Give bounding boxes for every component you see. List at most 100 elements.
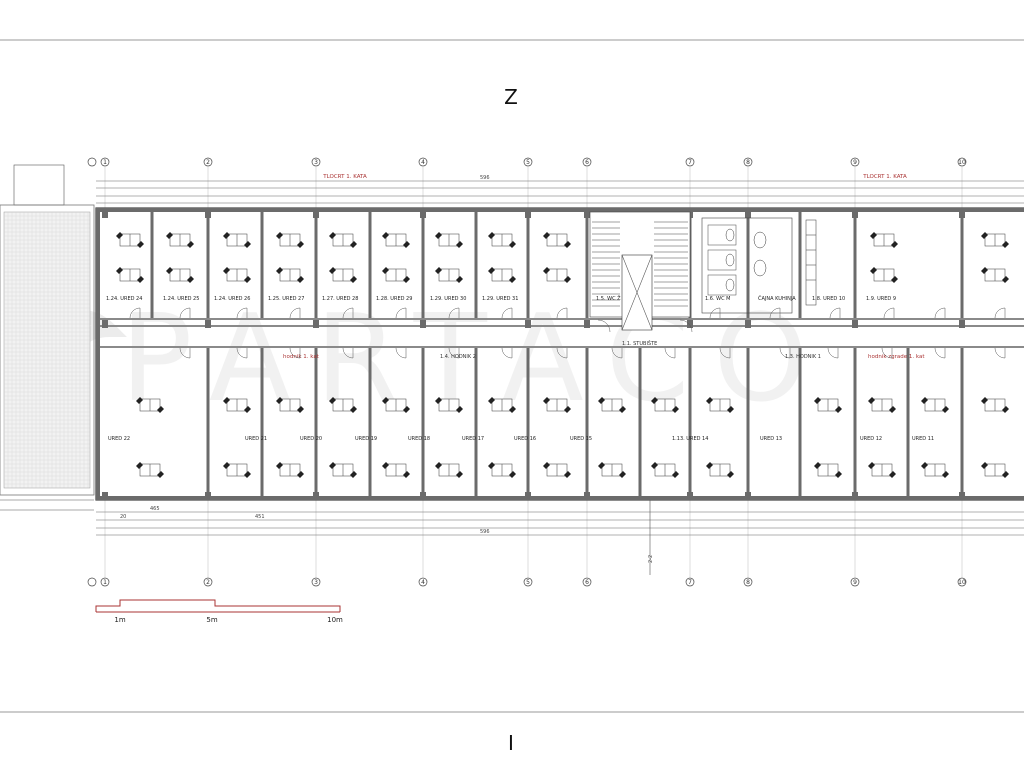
chair-icon: [488, 462, 495, 469]
chair-icon: [981, 232, 988, 239]
section-marker: 2-2: [648, 500, 654, 575]
axis-marker-label: 9: [853, 579, 857, 586]
hall-right-label: hodnik zgrade 1. kat: [868, 354, 925, 360]
column: [420, 320, 426, 328]
chair-icon: [223, 267, 230, 274]
chair-icon: [276, 462, 283, 469]
north-partition-wall: [474, 212, 478, 318]
chair-icon: [223, 232, 230, 239]
chair-icon: [297, 406, 304, 413]
chair-icon: [166, 267, 173, 274]
column: [205, 210, 211, 218]
south-partition-wall: [421, 348, 425, 496]
room-label-north: 1.24. URED 24: [106, 296, 142, 302]
section-label: 2-2: [648, 555, 654, 563]
column: [852, 210, 858, 218]
chair-icon: [116, 232, 123, 239]
north-partition-wall: [150, 212, 154, 318]
chair-icon: [706, 397, 713, 404]
chair-icon: [619, 406, 626, 413]
door-swing-south: [236, 347, 248, 359]
stairs-label: 1.1. STUBIŠTE: [622, 340, 657, 347]
column: [313, 492, 319, 500]
room-label-south: URED 18: [408, 436, 430, 442]
chair-icon: [137, 241, 144, 248]
stairwell: [589, 211, 691, 331]
door-swing-south: [179, 347, 191, 359]
axis-marker-label: 3: [314, 159, 318, 166]
chair-icon: [672, 406, 679, 413]
chair-icon: [651, 462, 658, 469]
column: [313, 320, 319, 328]
column: [420, 210, 426, 218]
column: [525, 320, 531, 328]
chair-icon: [509, 276, 516, 283]
scale-label-1m: 1m: [114, 616, 125, 624]
stair-door-swing: [597, 319, 611, 333]
door-swing-south: [779, 347, 791, 359]
south-partition-wall: [314, 348, 318, 496]
axis-marker-label: 2: [206, 159, 210, 166]
column: [959, 210, 965, 218]
axis-marker-label: 7: [688, 159, 692, 166]
chair-icon: [329, 232, 336, 239]
column: [687, 320, 693, 328]
scale-bar: 1m 5m 10m: [95, 599, 343, 624]
south-partition-wall: [906, 348, 910, 496]
chair-icon: [329, 267, 336, 274]
chair-icon: [244, 241, 251, 248]
scale-label-5m: 5m: [206, 616, 217, 624]
chair-icon: [727, 406, 734, 413]
door-swing-north: [342, 307, 354, 319]
room-label-south: URED 17: [462, 436, 484, 442]
axis-grid-lines: [104, 166, 963, 578]
axis-marker-circle: [87, 157, 97, 167]
plan-title-left: TLOCRT 1. KATA: [322, 174, 367, 180]
door-swing-south: [664, 347, 676, 359]
chair-icon: [276, 267, 283, 274]
chair-icon: [706, 462, 713, 469]
chair-icon: [329, 462, 336, 469]
chair-icon: [543, 232, 550, 239]
chair-icon: [509, 241, 516, 248]
door-swing-north: [179, 307, 191, 319]
south-partition-wall: [585, 348, 589, 496]
chair-icon: [456, 241, 463, 248]
door-swing-south: [448, 347, 460, 359]
hall-left-label: hodnik 1. kat: [283, 354, 320, 360]
south-partition-wall: [474, 348, 478, 496]
chair-icon: [509, 471, 516, 478]
door-swing-south: [881, 347, 893, 359]
door-swing-south: [827, 347, 839, 359]
door-swing-north: [395, 307, 407, 319]
south-partition-wall: [798, 348, 802, 496]
dimension-lines-bottom: 596 465 451 20: [96, 506, 1024, 536]
south-orientation-label: I: [508, 731, 514, 755]
chair-icon: [564, 471, 571, 478]
room-label-north: 1.6. WC M: [705, 296, 730, 302]
chair-icon: [187, 241, 194, 248]
chair-icon: [157, 471, 164, 478]
room-label-north: ČAJNA KUHINJA: [758, 295, 796, 302]
room-label-north: 1.28. URED 29: [376, 296, 412, 302]
column: [205, 320, 211, 328]
wc-fixtures: [701, 217, 793, 314]
column: [525, 492, 531, 500]
chair-icon: [456, 276, 463, 283]
room-label-south: URED 12: [860, 436, 882, 442]
chair-icon: [276, 232, 283, 239]
dim-total-top: 596: [480, 175, 490, 181]
chair-icon: [136, 462, 143, 469]
door-swing-north: [501, 307, 513, 319]
chair-icon: [942, 406, 949, 413]
axis-marker-label: 4: [421, 159, 425, 166]
chair-icon: [488, 232, 495, 239]
door-swings: [129, 307, 1006, 359]
left-terrace: [0, 164, 95, 511]
chair-icon: [921, 397, 928, 404]
room-label-south: URED 22: [108, 436, 130, 442]
axis-marker-label: 4: [421, 579, 425, 586]
chair-icon: [350, 276, 357, 283]
toilet-icon: [725, 228, 735, 242]
building-outline: [95, 207, 1024, 501]
